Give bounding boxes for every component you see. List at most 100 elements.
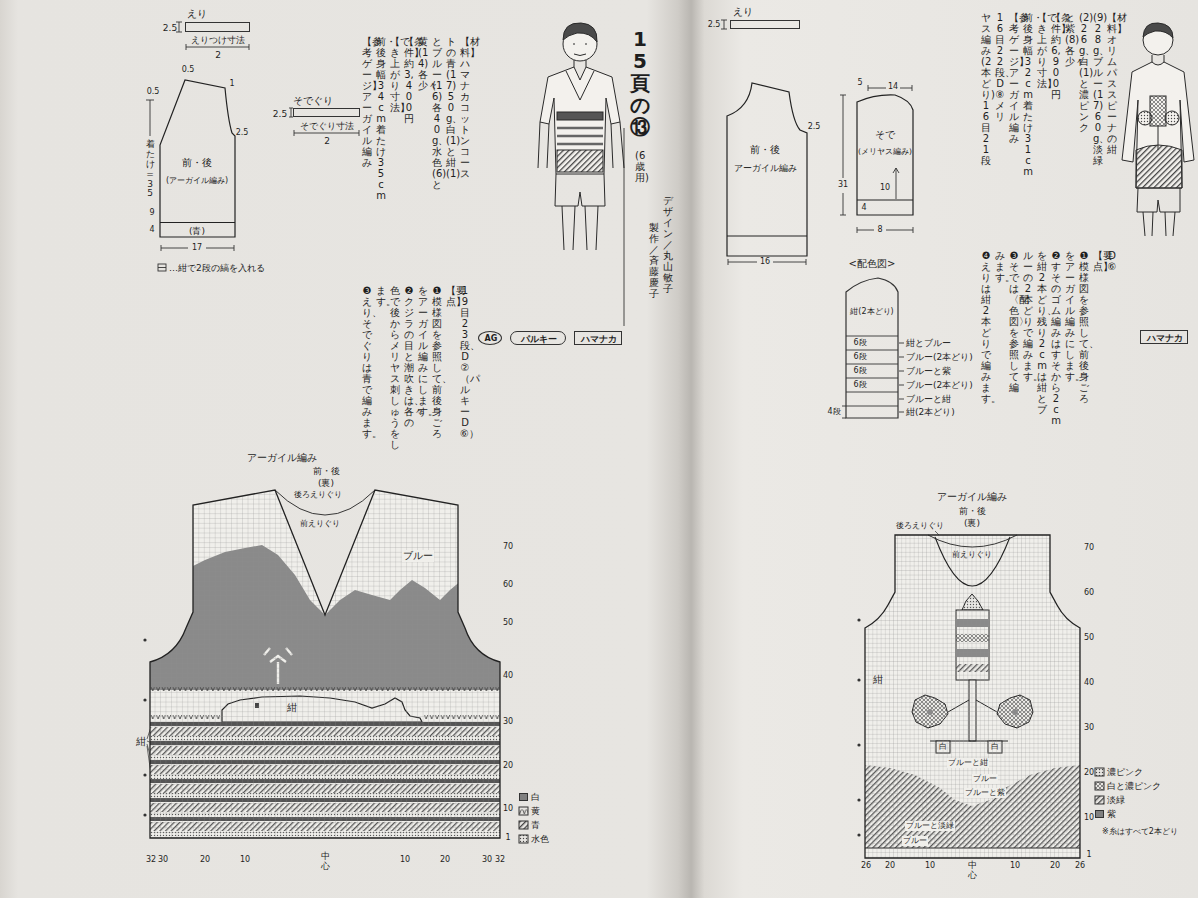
- dimension-label: 40: [1084, 678, 1094, 687]
- dimension-label: ブルー: [902, 836, 928, 845]
- path-part: [727, 83, 807, 256]
- dimension-label: 0.5: [182, 65, 195, 74]
- dimension-label: 1: [505, 833, 510, 842]
- note-column: デザイン／丸山敏子: [663, 195, 673, 294]
- note-column: 前・後身幅34cm 着たけ35cm: [376, 36, 386, 201]
- note-column: 前・後身幅32cm 着たけ31cm: [1023, 12, 1033, 177]
- path-part: [840, 95, 846, 215]
- dimension-label: 10: [400, 855, 410, 864]
- dimension-label: 6段: [853, 366, 866, 375]
- circle-part: [143, 813, 146, 816]
- circle-part: [143, 638, 146, 641]
- chart-label: 紺: [136, 736, 146, 748]
- circle-part: [1165, 111, 1179, 125]
- node-label: そで: [875, 129, 895, 141]
- child-illustration: [1122, 23, 1194, 236]
- rect-part: [519, 807, 528, 815]
- note-column: (2)26g、白(1)と濃ピンク: [1079, 12, 1089, 133]
- dimension-label: 60: [1084, 588, 1094, 597]
- dimension-label: 20: [200, 855, 210, 864]
- chart-label: 紺: [287, 702, 297, 714]
- path-part: [186, 44, 249, 50]
- path-part: [562, 206, 598, 250]
- dimension-label: 9: [149, 208, 154, 217]
- path-part: [574, 60, 586, 67]
- brand-logo: ハマナカ: [574, 331, 622, 345]
- shape-outline: [140, 448, 515, 843]
- rect-part: [865, 530, 1080, 858]
- circle-part: [857, 618, 860, 621]
- note-column: 製作／斉藤慶子: [649, 222, 659, 299]
- chart-label: 紺: [873, 674, 883, 686]
- dimension-label: 20: [440, 855, 450, 864]
- dimension-label: 20: [1084, 768, 1094, 777]
- legend-label: 白と濃ピンク: [1107, 781, 1161, 791]
- node-label: (裏): [318, 478, 334, 488]
- note-column: ❷クジラの目と潮吹きは、各々の: [404, 285, 414, 428]
- dimension-label: 4段: [827, 407, 840, 416]
- color-label: ブルー(2本どり): [906, 380, 973, 390]
- circle-part: [143, 773, 146, 776]
- g-part: [140, 480, 520, 850]
- note-column: をアーガイル編みにします。: [418, 285, 428, 417]
- note-column: 【でき上がり寸法】: [390, 36, 400, 113]
- note-column: 【材料】ハマナカコットンコース: [460, 36, 470, 179]
- note-column: (9)28g、ブルー(17)60g、淡緑: [1093, 12, 1103, 166]
- dimension-label: 14: [888, 82, 898, 91]
- dimension-label: 30: [503, 717, 513, 726]
- note-column: (6歳用): [635, 150, 645, 183]
- chart-label: ブルー: [402, 550, 434, 562]
- node-label: (青): [189, 226, 205, 236]
- note-column: ❸えり、そでぐりは青で編みます。: [362, 285, 372, 439]
- note-column: をアーガイル編みにします。: [1065, 250, 1075, 382]
- path-part: [1143, 212, 1175, 236]
- note-column: ❶模様図を参照して、前後身ごろ: [1079, 250, 1089, 404]
- dimension-label: 1: [229, 79, 234, 88]
- dimension-label: 5: [857, 78, 862, 87]
- dimension-label: 白: [939, 742, 947, 751]
- note-column: 【要点】: [446, 285, 456, 307]
- collar-strip: えり: [730, 20, 800, 29]
- path-part: [899, 343, 904, 412]
- dimension-label: 70: [1084, 543, 1094, 552]
- node-label: 前・後: [959, 506, 986, 516]
- dimension-label: 10: [1010, 861, 1020, 870]
- dimension-label: 紺(2本どり): [850, 307, 893, 316]
- note-column: 黄(14)各少々: [418, 36, 428, 91]
- rect-part: [519, 821, 528, 829]
- color-label: 紺とブルー: [906, 338, 951, 348]
- node-label: アーガイル編み: [937, 491, 1007, 503]
- note-column: 【材料】オリムパススピーナの紺: [1107, 12, 1117, 155]
- dimension-label: 40: [503, 671, 513, 680]
- note-column: ❹えりは紺2本どりで編みます。: [981, 250, 991, 404]
- dimension-label: 30: [482, 855, 492, 864]
- dimension-label: 50: [503, 618, 513, 627]
- dimension-label: 26: [1075, 861, 1085, 870]
- dimension-label: 前えりぐり: [300, 519, 340, 528]
- note-column: を紺2本どり、残り2cmは紺とブ: [1037, 250, 1047, 415]
- note-column: ❷すそのゴム編みはすそから2cm: [1051, 250, 1061, 426]
- dimension-label: 32: [146, 855, 156, 864]
- rect-part: [1095, 782, 1104, 790]
- dimension-label: 8: [877, 225, 882, 234]
- dimension-label: 2: [324, 136, 330, 146]
- dimension-label: 10: [925, 861, 935, 870]
- path-part: [150, 490, 500, 838]
- dimension-label: 2.5: [273, 109, 287, 119]
- node-label: アーガイル編み: [734, 163, 797, 173]
- shape-outline: [855, 488, 1087, 863]
- dimension-label: 白: [991, 742, 999, 751]
- path-part: [846, 336, 898, 406]
- circle-part: [857, 743, 860, 746]
- dimension-label: 20: [503, 761, 513, 770]
- legend-label: 青: [531, 820, 540, 830]
- rect-part: [519, 835, 528, 843]
- legend-label: 淡緑: [1107, 795, 1125, 805]
- legend-swatch: [519, 793, 528, 801]
- note-column: 【参考ゲージ】アーガイル編み: [362, 36, 372, 168]
- node-label: 前・後: [313, 466, 340, 476]
- dimension-label: 70: [503, 542, 513, 551]
- dimension-label: 50: [1084, 633, 1094, 642]
- note-column: 16目22段、D⑧ メリ: [995, 12, 1005, 122]
- note-column: 色で後からメリヤス刺しゅうをし: [390, 285, 400, 450]
